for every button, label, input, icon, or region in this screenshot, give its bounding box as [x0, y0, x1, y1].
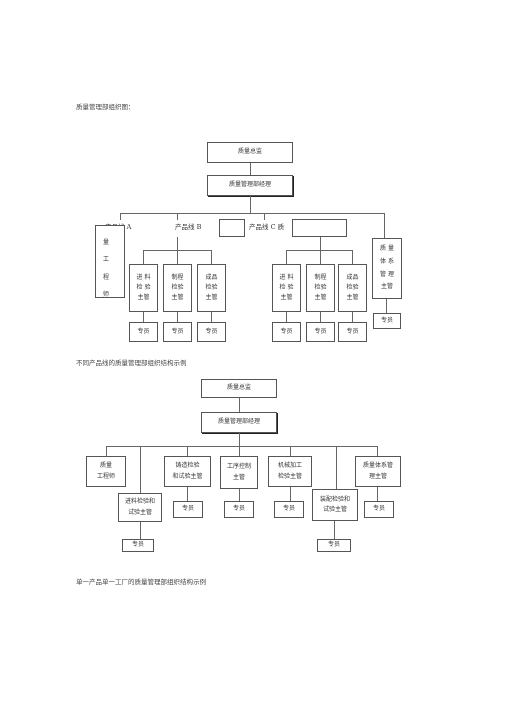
d1-connector: [286, 312, 287, 322]
d1-connector: [320, 312, 321, 322]
d1-process-inspection-box-c: 制程 检验 主管: [306, 264, 335, 312]
d1-staff-box: 专员: [163, 322, 192, 342]
d2-qm-manager-box: 质量管理部经理: [201, 412, 277, 433]
d1-connector: [120, 213, 121, 220]
d2-incoming-inspection-box: 进料检验和 试验主管: [118, 493, 162, 522]
d1-connector: [352, 312, 353, 322]
d2-staff-box: 专员: [317, 539, 351, 552]
d2-connector: [334, 521, 335, 539]
d1-connector: [384, 213, 385, 238]
d1-connector: [120, 213, 385, 214]
d1-final-inspection-box-c: 成品 检验 主管: [338, 264, 367, 312]
d1-connector: [177, 237, 178, 250]
d1-connector: [211, 312, 212, 322]
d2-staff-box: 专员: [173, 501, 203, 518]
d1-staff-box: 专员: [129, 322, 158, 342]
d1-connector: [250, 163, 251, 175]
d1-staff-box: 专员: [373, 313, 401, 329]
d2-connector: [239, 446, 240, 456]
d1-product-line-b: 产品线 B: [175, 223, 202, 231]
d1-product-line-b-box: [219, 219, 245, 237]
d1-process-inspection-box-a: 制程 检验 主管: [163, 264, 192, 312]
d2-staff-box: 专员: [122, 539, 154, 552]
d1-quality-engineer-box: [95, 225, 125, 298]
d1-connector: [143, 312, 144, 322]
d2-quality-director-box: 质量总监: [201, 379, 277, 398]
d1-product-line-c: 产品线 C 质: [249, 223, 285, 231]
d2-connector: [239, 489, 240, 501]
d1-connector: [143, 250, 144, 264]
d1-connector: [211, 250, 212, 264]
d1-connector: [386, 299, 387, 313]
diagram1-bottom-caption: 不同产品线的质量管理部组织结构示例: [76, 359, 187, 367]
d2-casting-inspection-box: 铸造检验 和试验主管: [164, 456, 211, 487]
d2-connector: [187, 487, 188, 501]
d2-staff-box: 专员: [364, 501, 394, 518]
d1-connector: [286, 250, 287, 264]
d2-connector: [187, 446, 188, 456]
d2-staff-box: 专员: [224, 501, 254, 518]
d1-product-line-c-box: [292, 219, 347, 237]
d2-connector: [336, 446, 337, 489]
d2-process-control-box: 工序控制 主管: [220, 456, 258, 489]
d1-connector: [320, 250, 321, 264]
diagram1-caption: 质量管理部组织图：: [76, 103, 135, 111]
d1-connector: [177, 312, 178, 322]
d2-connector: [140, 446, 141, 493]
d2-quality-engineer-box: 质量 工程师: [86, 456, 126, 487]
d1-connector: [320, 237, 321, 250]
d1-staff-box: 专员: [338, 322, 367, 342]
d1-staff-box: 专员: [306, 322, 335, 342]
d2-connector: [106, 446, 378, 447]
d2-connector: [290, 446, 291, 456]
d2-connector: [140, 522, 141, 539]
d2-connector: [377, 446, 378, 456]
d1-connector: [177, 250, 178, 264]
d1-incoming-inspection-box-a: 进 料 检 验 主管: [129, 264, 158, 312]
d1-staff-box: 专员: [272, 322, 301, 342]
d2-connector: [377, 487, 378, 501]
d2-connector: [106, 446, 107, 456]
d1-connector: [250, 196, 251, 213]
d2-machining-inspection-box: 机械加工 检验主管: [268, 456, 312, 487]
d2-assembly-inspection-box: 装配检验和 试验主管: [312, 489, 358, 521]
d1-connector: [352, 250, 353, 264]
d1-staff-box: 专员: [197, 322, 226, 342]
d2-connector: [290, 487, 291, 501]
d1-final-inspection-box-a: 成品 检验 主管: [197, 264, 226, 312]
d2-staff-box: 专员: [274, 501, 304, 518]
d1-incoming-inspection-box-c: 进 料 检 验 主管: [272, 264, 301, 312]
d1-quality-director-box: 质量总监: [207, 142, 293, 163]
diagram2-bottom-caption: 单一产品单一工厂的质量管理部组织结构示例: [76, 578, 206, 586]
d2-quality-system-box: 质量体系管 理主管: [355, 456, 401, 487]
d1-qm-manager-box: 质量管理部经理: [207, 175, 293, 196]
d1-connector: [264, 213, 265, 220]
d1-quality-system-box: 质 量 体 系 管 理 主管: [372, 238, 402, 299]
d2-connector: [239, 398, 240, 412]
d1-connector: [177, 213, 178, 220]
d1-quality-engineer-label: 量 工 程 师: [103, 239, 110, 299]
d1-connector: [286, 250, 353, 251]
d2-connector: [239, 433, 240, 446]
